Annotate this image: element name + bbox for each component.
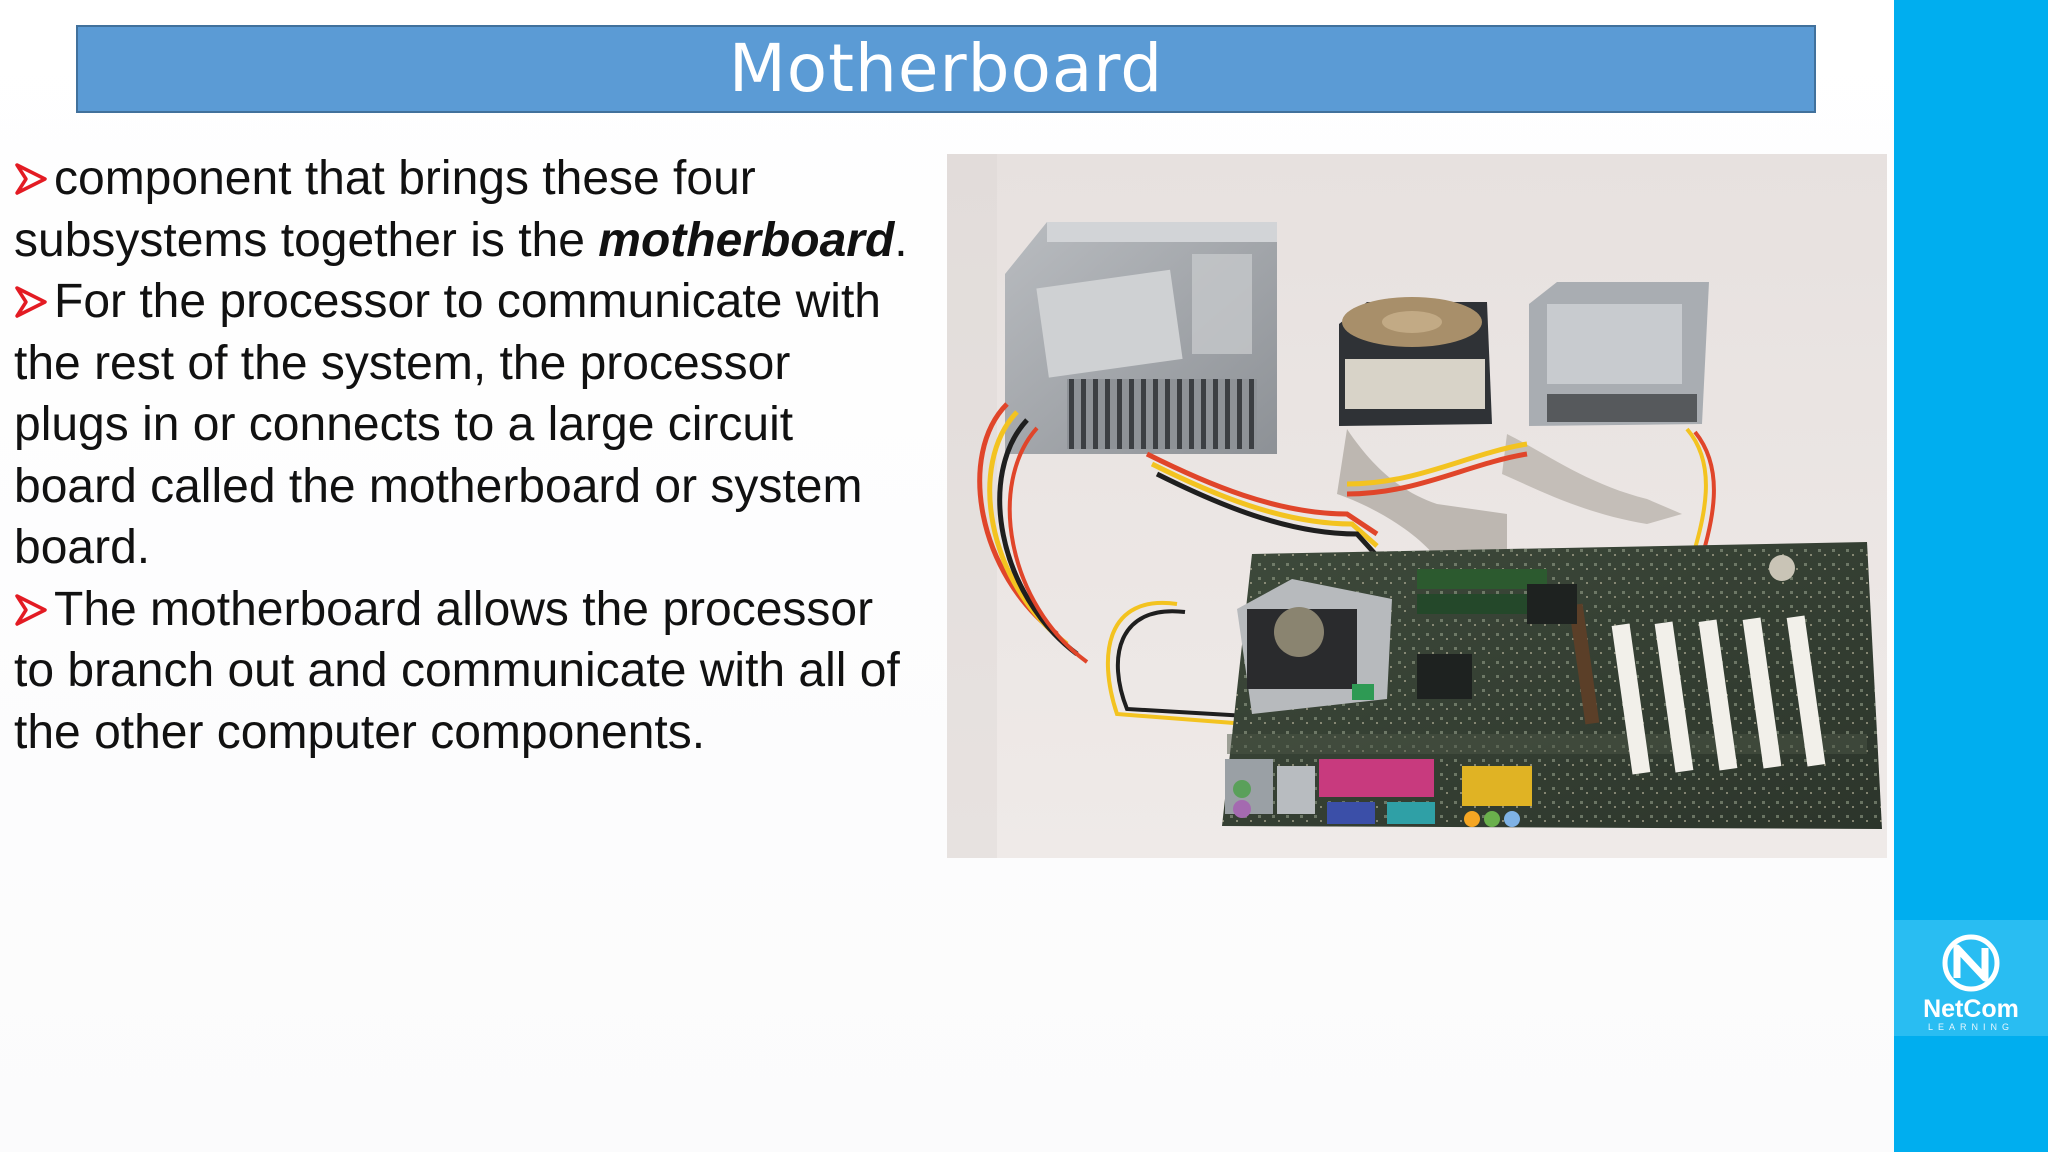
bullet-2-text: For the processor to communicate with th… [14, 275, 881, 574]
slide-title: Motherboard [728, 30, 1164, 107]
motherboard-photo [947, 154, 1887, 858]
arrow-bullet-icon [14, 148, 54, 196]
bullet-3-text: The motherboard allows the processor to … [14, 582, 900, 759]
title-bar: Motherboard [76, 25, 1816, 113]
logo-tagline: LEARNING [1927, 1022, 2014, 1032]
bullet-1-text: component that brings these four subsyst… [14, 152, 756, 267]
keyword-motherboard: motherboard [598, 213, 895, 267]
bullet-item-3: The motherboard allows the processor to … [14, 579, 914, 764]
logo-name: NetCom [1923, 995, 2019, 1023]
bullet-list: component that brings these four subsyst… [14, 148, 914, 763]
bullet-item-2: For the processor to communicate with th… [14, 271, 914, 579]
bullet-1-end: . [894, 213, 908, 267]
netcom-n-icon [1942, 934, 2000, 992]
arrow-bullet-icon [14, 271, 54, 319]
bullet-item-1: component that brings these four subsyst… [14, 148, 914, 271]
netcom-logo: NetCom LEARNING [1894, 920, 2048, 1036]
slide-canvas: Motherboard component that brings these … [0, 0, 1894, 1152]
arrow-bullet-icon [14, 579, 54, 627]
